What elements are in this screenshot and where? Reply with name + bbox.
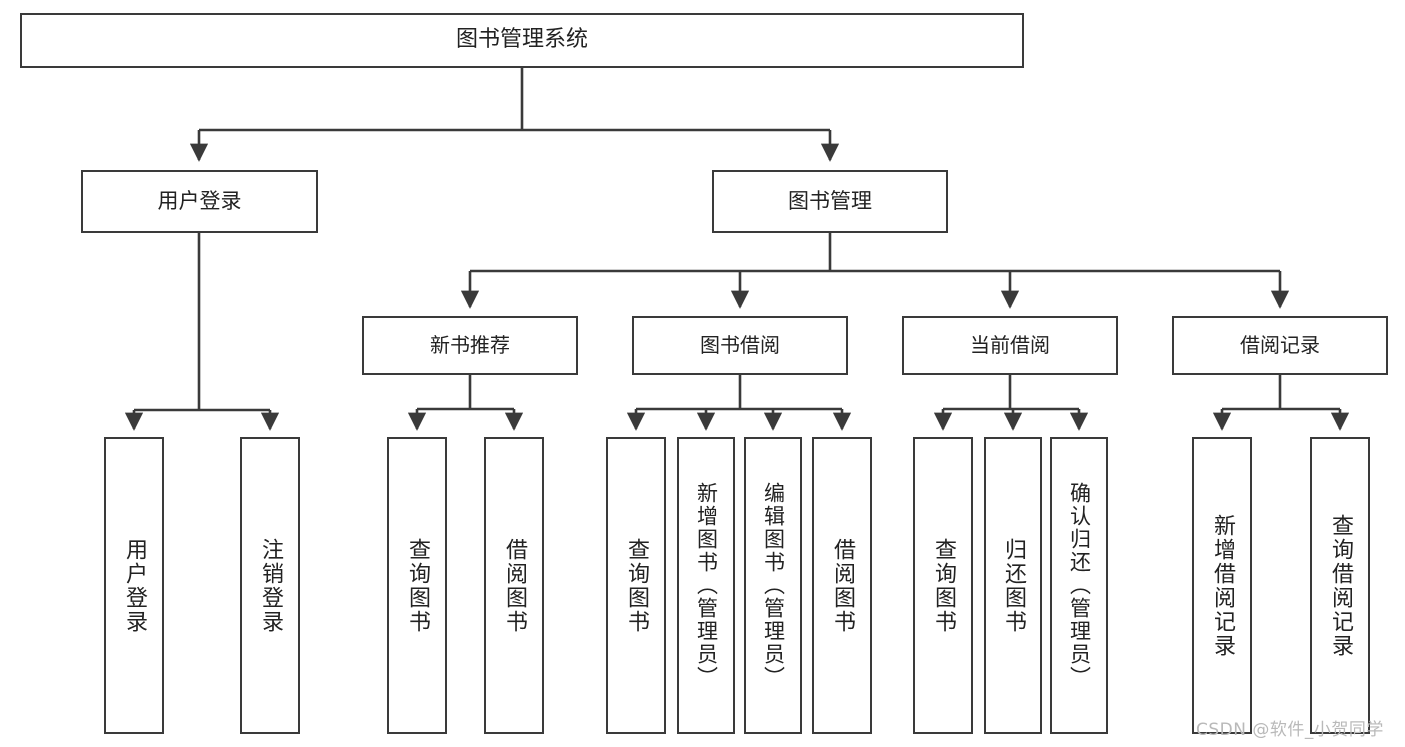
leaf-edit-book-admin-label: 编辑图书（管理员） bbox=[761, 482, 786, 689]
node-current-borrow-label: 当前借阅 bbox=[970, 333, 1050, 358]
leaf-add-book-admin[interactable]: 新增图书（管理员） bbox=[677, 437, 735, 734]
node-root[interactable]: 图书管理系统 bbox=[20, 13, 1024, 68]
leaf-query-book-recommend[interactable]: 查询图书 bbox=[387, 437, 447, 734]
leaf-query-borrow-record-label: 查询借阅记录 bbox=[1328, 513, 1353, 658]
leaf-return-book[interactable]: 归还图书 bbox=[984, 437, 1042, 734]
leaf-borrow-book-recommend-label: 借阅图书 bbox=[502, 537, 527, 634]
leaf-borrow-book-label: 借阅图书 bbox=[830, 537, 855, 634]
leaf-query-book-current[interactable]: 查询图书 bbox=[913, 437, 973, 734]
node-current-borrow[interactable]: 当前借阅 bbox=[902, 316, 1118, 375]
leaf-add-borrow-record-label: 新增借阅记录 bbox=[1210, 513, 1235, 658]
leaf-borrow-book[interactable]: 借阅图书 bbox=[812, 437, 872, 734]
leaf-confirm-return-admin-label: 确认归还（管理员） bbox=[1067, 482, 1092, 689]
leaf-logout-label: 注销登录 bbox=[258, 537, 283, 634]
leaf-query-book-borrow[interactable]: 查询图书 bbox=[606, 437, 666, 734]
node-new-book-recommend-label: 新书推荐 bbox=[430, 333, 510, 358]
node-book-management[interactable]: 图书管理 bbox=[712, 170, 948, 233]
leaf-query-book-borrow-label: 查询图书 bbox=[624, 537, 649, 634]
node-user-login-label: 用户登录 bbox=[157, 188, 242, 213]
leaf-logout[interactable]: 注销登录 bbox=[240, 437, 300, 734]
leaf-user-login[interactable]: 用户登录 bbox=[104, 437, 164, 734]
node-user-login[interactable]: 用户登录 bbox=[81, 170, 318, 233]
leaf-query-borrow-record[interactable]: 查询借阅记录 bbox=[1310, 437, 1370, 734]
leaf-confirm-return-admin[interactable]: 确认归还（管理员） bbox=[1050, 437, 1108, 734]
node-book-borrow[interactable]: 图书借阅 bbox=[632, 316, 848, 375]
leaf-user-login-label: 用户登录 bbox=[122, 537, 147, 634]
node-new-book-recommend[interactable]: 新书推荐 bbox=[362, 316, 578, 375]
leaf-query-book-current-label: 查询图书 bbox=[931, 537, 956, 634]
csdn-watermark: CSDN @软件_小贺同学 bbox=[1196, 720, 1384, 740]
node-root-label: 图书管理系统 bbox=[455, 27, 588, 53]
leaf-edit-book-admin[interactable]: 编辑图书（管理员） bbox=[744, 437, 802, 734]
leaf-query-book-recommend-label: 查询图书 bbox=[405, 537, 430, 634]
node-book-management-label: 图书管理 bbox=[788, 188, 872, 213]
leaf-return-book-label: 归还图书 bbox=[1001, 537, 1026, 634]
node-borrow-record[interactable]: 借阅记录 bbox=[1172, 316, 1388, 375]
leaf-add-book-admin-label: 新增图书（管理员） bbox=[694, 482, 719, 689]
leaf-add-borrow-record[interactable]: 新增借阅记录 bbox=[1192, 437, 1252, 734]
leaf-borrow-book-recommend[interactable]: 借阅图书 bbox=[484, 437, 544, 734]
node-book-borrow-label: 图书借阅 bbox=[700, 333, 780, 358]
node-borrow-record-label: 借阅记录 bbox=[1240, 333, 1320, 358]
